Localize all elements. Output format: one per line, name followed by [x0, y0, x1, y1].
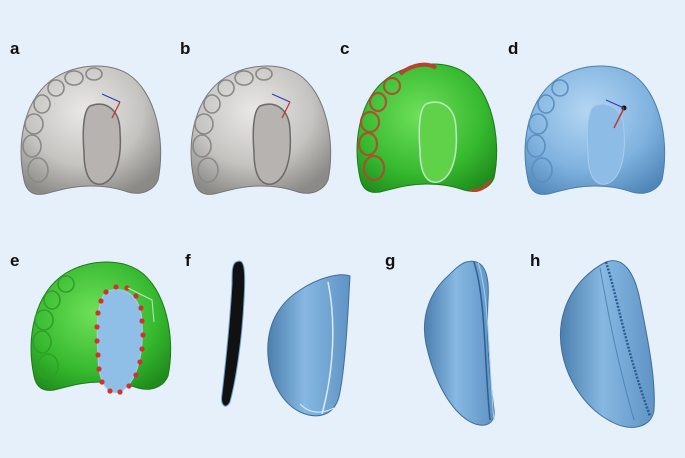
panel-label-h: h — [530, 251, 541, 270]
panel-label-c: c — [340, 39, 350, 58]
panel-d-blue-scan — [524, 65, 666, 195]
panel-label-a: a — [10, 39, 20, 58]
panel-g-shell-side — [424, 260, 495, 426]
panel-label-g: g — [385, 251, 396, 270]
panel-c-deviation-map — [356, 62, 498, 193]
panel-label-e: e — [10, 251, 20, 270]
panel-label-b: b — [180, 39, 191, 58]
margin-marker-points — [94, 284, 146, 395]
panel-e-margin-marking — [30, 261, 172, 395]
panel-label-d: d — [508, 39, 519, 58]
panel-h-shell-inner — [559, 260, 655, 428]
panel-f-section-and-shell — [221, 260, 351, 417]
panel-b-gray-cast — [190, 65, 332, 195]
panel-a-gray-cast — [20, 65, 162, 195]
panel-label-f: f — [185, 251, 191, 270]
